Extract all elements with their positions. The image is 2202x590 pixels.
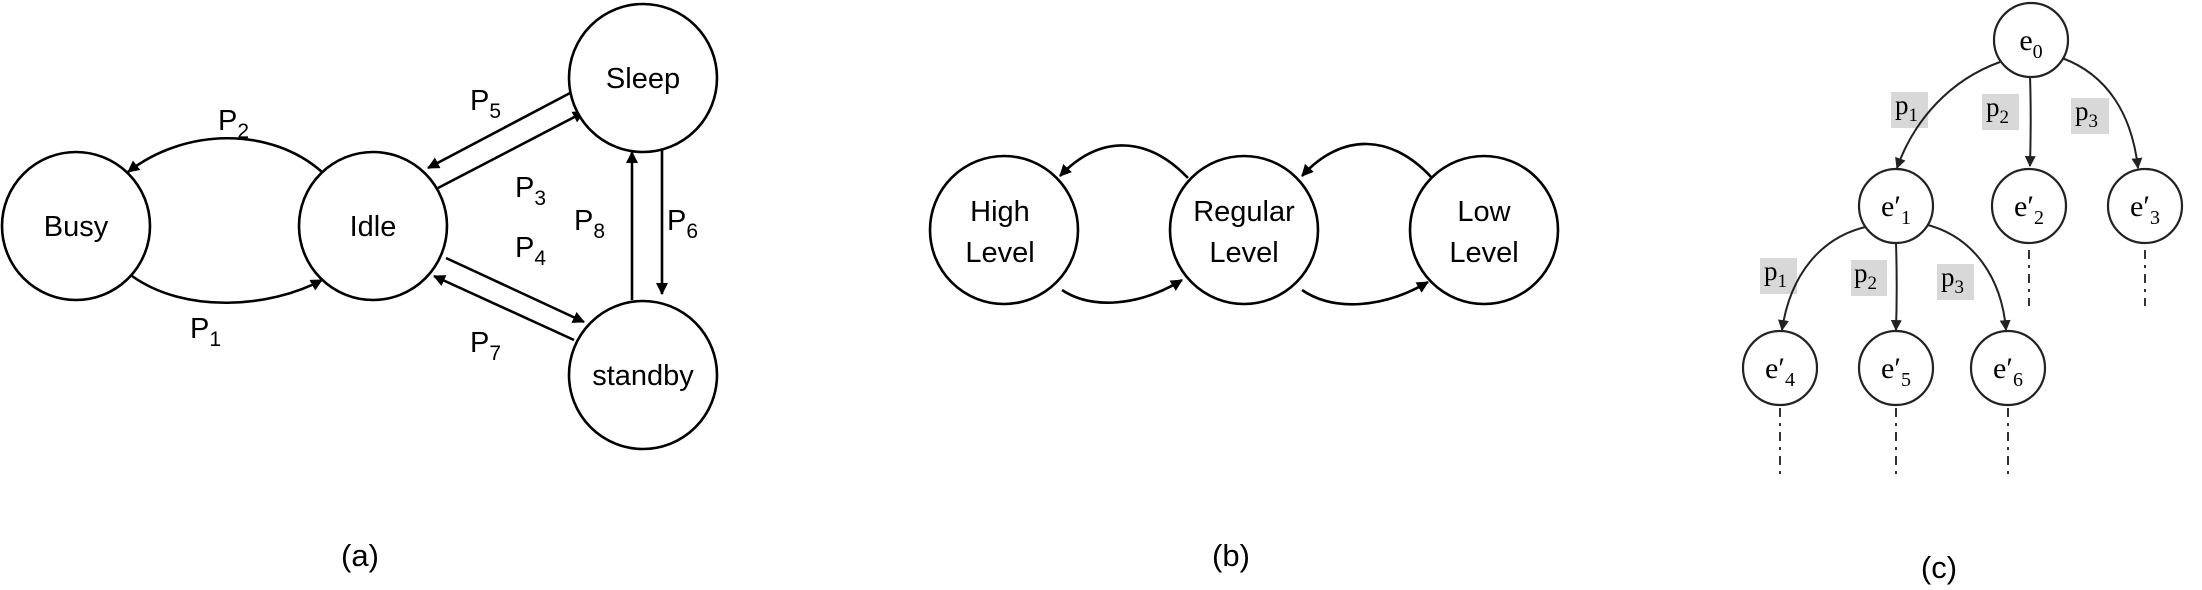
panel-a: Busy Idle Sleep standby P2 P1 P5 P3 P4 P…	[0, 2, 719, 573]
label-bg-top-p3	[2071, 98, 2109, 134]
label-p3: P3	[515, 172, 546, 210]
node-e6: e′6	[1969, 329, 2047, 407]
edge-e1-to-e6	[1923, 223, 2011, 332]
label-p1: P1	[190, 313, 221, 351]
node-e3-label: e′3	[2130, 190, 2160, 229]
edge-low-to-regular	[1301, 142, 1433, 179]
node-standby: standby	[567, 299, 719, 451]
panel-b: High Level Regular Level Low Level (b)	[928, 142, 1560, 573]
node-e1: e′1	[1857, 167, 1935, 245]
node-high-level: High Level	[928, 154, 1080, 306]
label-p2: P2	[218, 105, 249, 143]
node-e3: e′3	[2106, 167, 2184, 245]
edge-e1-to-e4	[1778, 225, 1871, 332]
node-regular-level: Regular Level	[1168, 154, 1320, 306]
label-mid-p2: p2	[1854, 258, 1877, 294]
label-top-p1: p1	[1895, 90, 1918, 126]
caption-c: (c)	[1921, 550, 1957, 585]
node-e5: e′5	[1857, 329, 1935, 407]
label-p4: P4	[515, 232, 546, 270]
node-e6-label: e′6	[1993, 352, 2023, 391]
edge-p3	[437, 110, 585, 190]
label-bg-top-p2	[1982, 94, 2019, 130]
node-low-level: Low Level	[1408, 154, 1560, 306]
node-low-label-2: Level	[1449, 237, 1518, 269]
edge-regular-to-high	[1059, 144, 1189, 179]
edge-p7	[433, 274, 575, 342]
caption-a: (a)	[341, 538, 379, 573]
node-e4-label: e′4	[1765, 352, 1795, 391]
node-e2-label: e′2	[2014, 190, 2044, 229]
panel-c: e0 e′1 e′2 e′3 e′4 e′5 e′6 p1 p2 p3	[1741, 1, 2184, 585]
label-p8: P8	[574, 205, 605, 243]
label-top-p2: p2	[1986, 92, 2009, 128]
edge-e0-to-e2	[2024, 75, 2036, 168]
edge-p1	[131, 274, 323, 304]
edge-regular-to-low	[1301, 280, 1429, 306]
label-p7: P7	[470, 327, 501, 365]
label-bg-mid-p1	[1760, 258, 1797, 294]
node-busy: Busy	[0, 150, 152, 302]
node-busy-label: Busy	[44, 211, 109, 243]
node-e4: e′4	[1741, 329, 1819, 407]
label-p6: P6	[667, 205, 698, 243]
edge-e0-to-e3	[2061, 57, 2143, 170]
node-e0-label: e0	[2019, 24, 2042, 63]
node-low-label-1: Low	[1457, 196, 1511, 228]
edge-e0-to-e1	[1895, 61, 2001, 170]
node-idle: Idle	[297, 150, 449, 302]
label-mid-p3: p3	[1941, 262, 1964, 298]
label-p5: P5	[470, 85, 501, 123]
label-bg-mid-p2	[1851, 260, 1887, 296]
node-e2: e′2	[1990, 167, 2068, 245]
node-regular-label-1: Regular	[1193, 196, 1295, 228]
node-idle-label: Idle	[350, 211, 397, 243]
node-sleep: Sleep	[567, 2, 719, 154]
node-regular-label-2: Level	[1209, 237, 1278, 269]
node-standby-label: standby	[592, 360, 694, 392]
node-high-label-2: Level	[965, 237, 1034, 269]
edge-p2	[127, 136, 323, 174]
node-high-label-1: High	[970, 196, 1030, 228]
caption-b: (b)	[1212, 538, 1250, 573]
label-top-p3: p3	[2075, 96, 2098, 132]
node-e1-label: e′1	[1881, 190, 1911, 229]
edge-p4	[445, 256, 585, 324]
node-sleep-label: Sleep	[606, 63, 680, 95]
edge-p5	[427, 90, 573, 170]
node-e0: e0	[1992, 1, 2070, 79]
edge-high-to-regular	[1061, 278, 1183, 304]
edge-e1-to-e5	[1890, 241, 1902, 332]
label-mid-p1: p1	[1764, 256, 1787, 292]
label-bg-mid-p3	[1937, 264, 1974, 300]
node-e5-label: e′5	[1881, 352, 1911, 391]
